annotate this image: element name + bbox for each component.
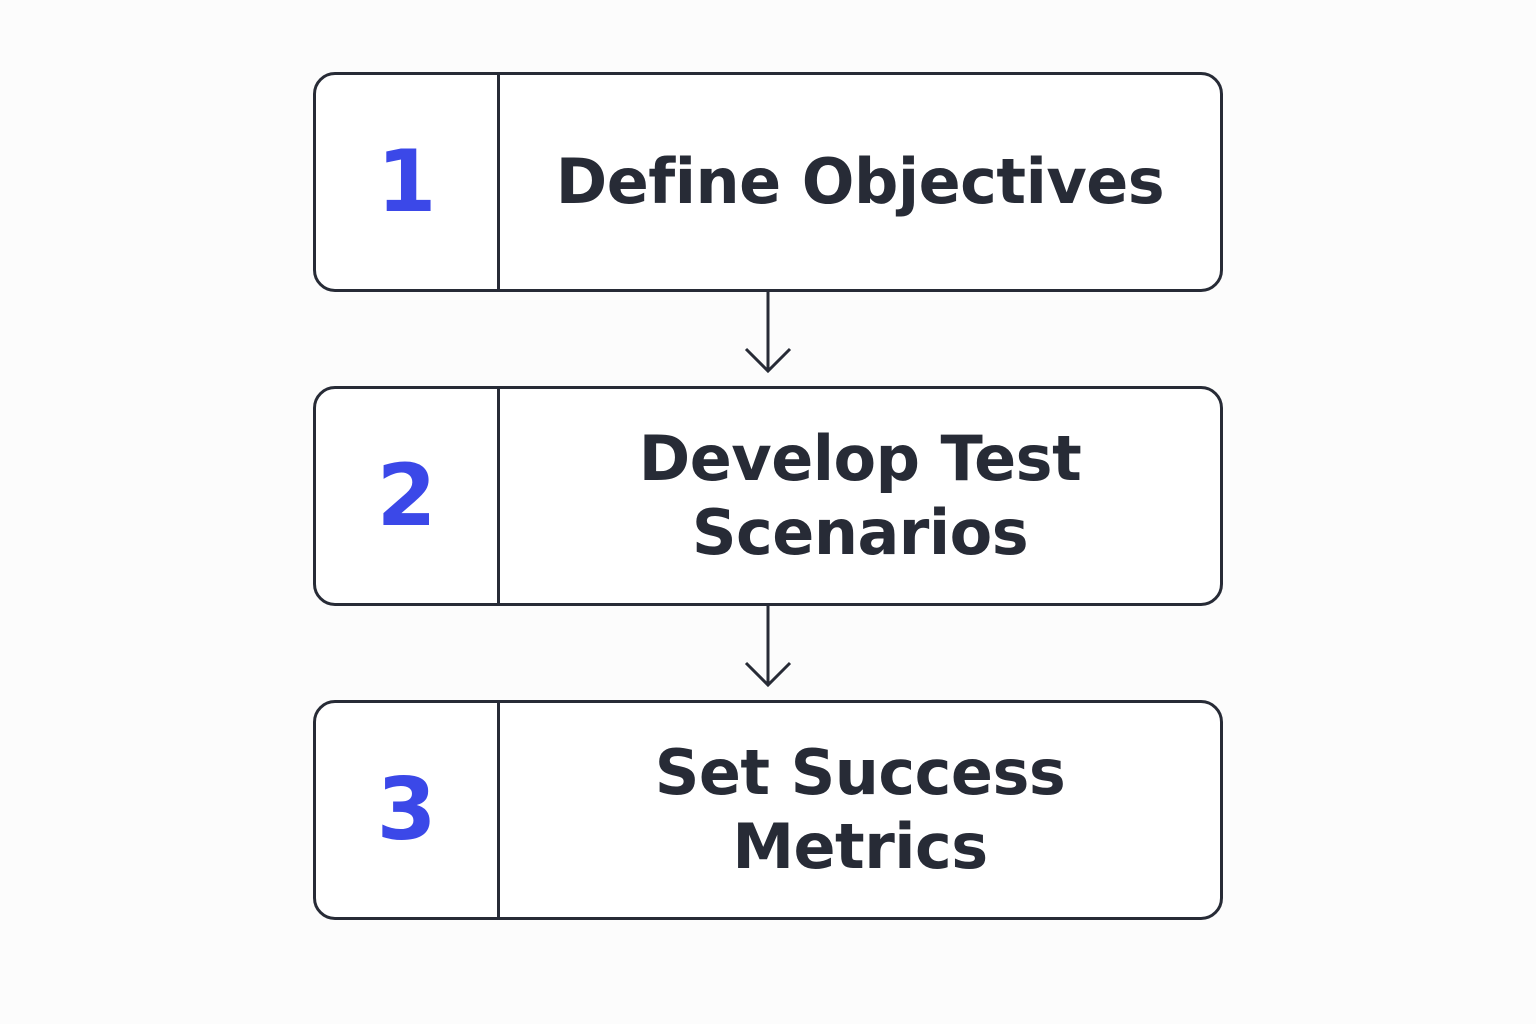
step-number: 3 [376, 760, 437, 860]
step-box-define-objectives: 1 Define Objectives [313, 72, 1223, 292]
step-label: Set Success Metrics [654, 736, 1066, 883]
step-divider [497, 75, 500, 289]
down-arrow-icon [744, 606, 792, 688]
down-arrow-icon [744, 292, 792, 374]
step-box-develop-test-scenarios: 2 Develop Test Scenarios [313, 386, 1223, 606]
step-number: 2 [376, 446, 437, 546]
step-box-set-success-metrics: 3 Set Success Metrics [313, 700, 1223, 920]
step-number: 1 [376, 132, 437, 232]
step-label: Develop Test Scenarios [638, 422, 1082, 569]
step-label: Define Objectives [555, 145, 1165, 218]
step-divider [497, 389, 500, 603]
step-divider [497, 703, 500, 917]
